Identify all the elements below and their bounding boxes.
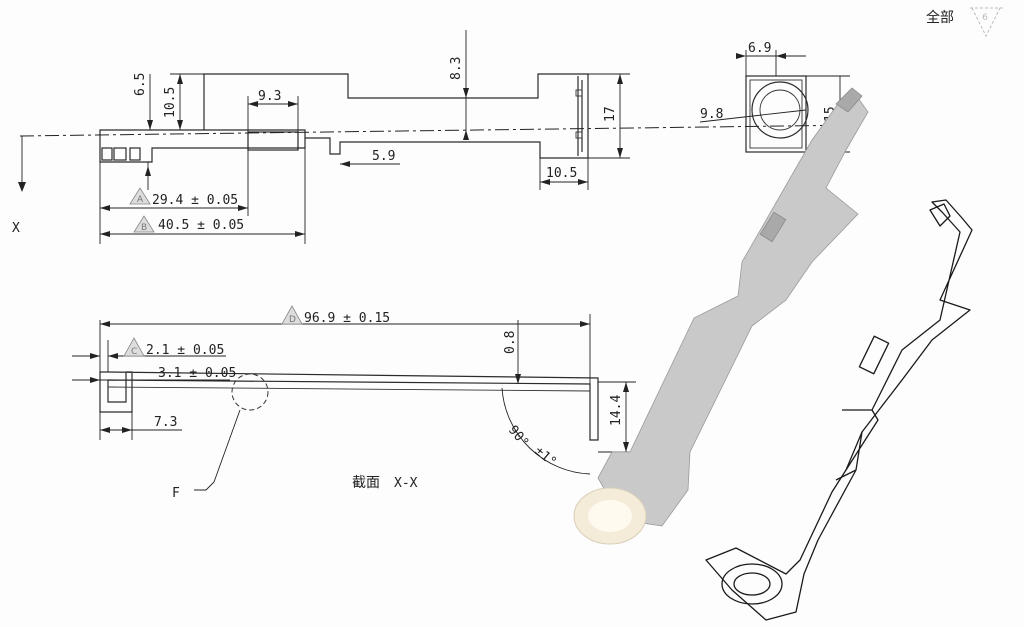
left-tab-2 — [113, 147, 127, 161]
window-cutout — [247, 131, 299, 151]
metal-window — [759, 211, 787, 243]
section-profile — [99, 371, 599, 441]
surface-note: 全部 — [926, 9, 954, 26]
dim-14-4: 14.4 — [609, 395, 624, 426]
angle-arc — [501, 387, 591, 475]
dim-10-5-right: 10.5 — [546, 166, 577, 181]
dim-17: 17 — [603, 106, 618, 122]
dim-b: 40.5 ± 0.05 — [158, 218, 244, 233]
datum-c-tag: C — [131, 347, 137, 357]
detail-f-label: F — [172, 486, 180, 501]
isometric-outline — [705, 199, 973, 621]
datum-d-tag: D — [289, 315, 296, 325]
roughness-icon: 6 — [970, 7, 1004, 38]
dim-9-3: 9.3 — [258, 89, 281, 104]
dim-0-8: 0.8 — [503, 331, 518, 354]
dim-9-8: 9.8 — [700, 107, 723, 122]
section-view: F D 96.9 ± 0.15 C 2.1 ± 0.05 3.1 ± 0.05 … — [72, 305, 636, 501]
dim-10-5-left: 10.5 — [163, 87, 178, 118]
top-view: X 6.5 10.5 9.3 8.3 17 5.9 — [12, 30, 861, 244]
center-line — [19, 124, 861, 137]
datum-a-icon — [129, 187, 151, 205]
part-photo — [573, 87, 869, 545]
dim-3-1: 3.1 ± 0.05 — [158, 366, 236, 381]
metal-strip — [597, 97, 869, 527]
dim-c: 2.1 ± 0.05 — [146, 343, 224, 358]
section-title-cjk: 截面 — [352, 475, 380, 491]
datum-a-tag: A — [137, 195, 144, 205]
datum-b-tag: B — [141, 223, 147, 233]
dim-d: 96.9 ± 0.15 — [304, 311, 390, 326]
datum-d-icon — [281, 305, 303, 325]
dim-a: 29.4 ± 0.05 — [152, 193, 238, 208]
dim-5-9: 5.9 — [372, 149, 395, 164]
datum-b-icon — [133, 215, 155, 233]
left-tab-1 — [101, 147, 113, 161]
detail-f-circle — [231, 373, 269, 411]
isometric-ring — [721, 563, 783, 605]
dim-6-5: 6.5 — [133, 73, 148, 96]
section-title: X-X — [394, 476, 418, 491]
dim-6-9: 6.9 — [748, 41, 771, 56]
left-tab-3 — [129, 147, 141, 161]
section-marker-x: X — [12, 221, 20, 236]
dim-7-3: 7.3 — [154, 415, 177, 430]
end-view-ring — [751, 81, 809, 139]
datum-c-icon — [123, 337, 145, 357]
isometric-window — [858, 335, 890, 375]
roughness-value: 6 — [982, 13, 988, 23]
dim-8-3: 8.3 — [449, 57, 464, 80]
isometric-sketch — [705, 199, 973, 621]
